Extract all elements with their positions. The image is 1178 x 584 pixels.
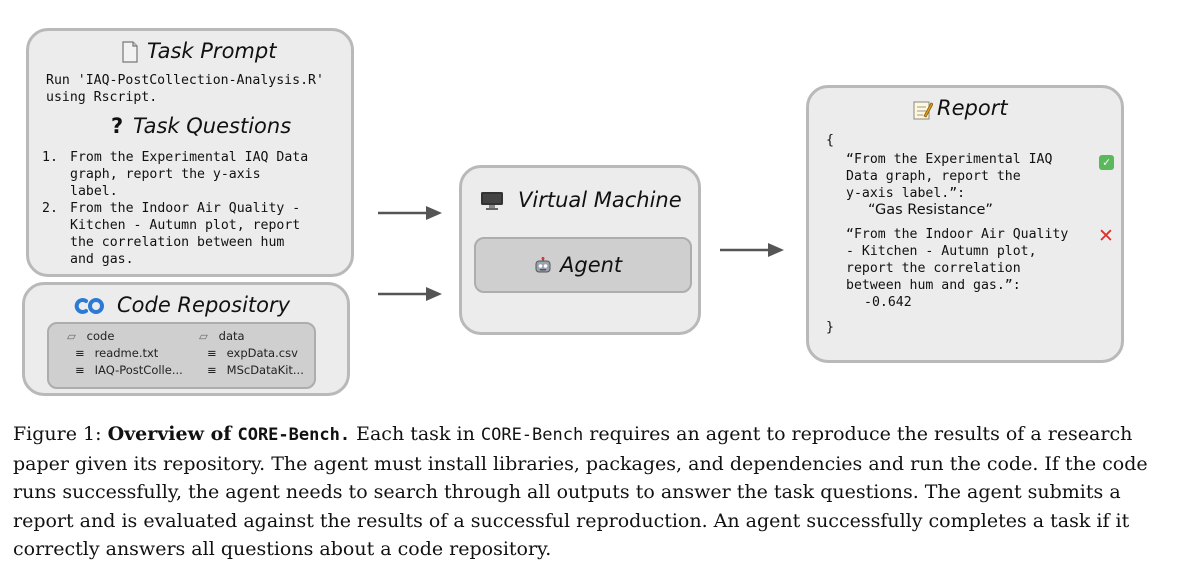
file-name: MScDataKit... (226, 363, 304, 377)
document-icon (122, 41, 138, 63)
file-lines-icon: ≡ (207, 346, 217, 360)
task-prompt-panel: Task Prompt Run 'IAQ-PostCollection-Anal… (26, 28, 354, 277)
question-list: 1. From the Experimental IAQ Data graph,… (42, 149, 347, 269)
folder-code[interactable]: ▱ code (67, 329, 114, 343)
caption-prefix: Figure 1: (13, 423, 102, 445)
report-header: Report (913, 96, 1113, 124)
open-brace: { (826, 133, 834, 148)
report-question-line: “From the Experimental IAQ (846, 152, 1053, 167)
prompt-line: using Rscript. (46, 90, 158, 105)
repository-file-tree: ▱ code ≡ readme.txt ≡ IAQ-PostColle... ▱… (47, 322, 316, 389)
file-item[interactable]: ≡ MScDataKit... (207, 363, 304, 377)
cross-mark-icon: ✕ (1098, 225, 1114, 247)
file-name: readme.txt (94, 346, 159, 360)
folder-name: code (86, 329, 115, 343)
report-entry: “From the Indoor Air Quality - Kitchen -… (846, 226, 1108, 311)
folder-data[interactable]: ▱ data (199, 329, 245, 343)
task-prompt-title: Task Prompt (147, 39, 277, 63)
question-line: label. (70, 184, 118, 199)
report-panel: Report { “From the Experimental IAQ Data… (806, 85, 1124, 363)
file-item[interactable]: ≡ readme.txt (75, 346, 158, 360)
agent-box[interactable]: Agent (474, 237, 692, 293)
caption-title: Overview of (107, 423, 232, 445)
code-repository-panel: Code Repository ▱ code ≡ readme.txt ≡ IA… (22, 282, 350, 396)
caption-text: Each task in (356, 423, 475, 445)
report-title: Report (937, 96, 1008, 120)
folder-name: data (218, 329, 245, 343)
report-question-line: - Kitchen - Autumn plot, (846, 244, 1037, 259)
virtual-machine-panel: Virtual Machine Agent (459, 165, 701, 335)
task-prompt-text: Run 'IAQ-PostCollection-Analysis.R' usin… (46, 72, 346, 106)
code-repository-header: Code Repository (73, 293, 333, 321)
question-line: the correlation between hum (70, 235, 285, 250)
robot-icon (535, 257, 551, 273)
question-line: graph, report the y-axis (70, 167, 261, 182)
report-entry: “From the Experimental IAQ Data graph, r… (846, 151, 1108, 219)
report-question-line: y-axis label.”: (846, 186, 966, 201)
arrow-repo-to-vm (378, 287, 442, 301)
arrow-vm-to-report (720, 243, 784, 257)
checkmark-icon: ✓ (1099, 155, 1114, 170)
memo-icon (913, 101, 933, 120)
file-name: expData.csv (226, 346, 298, 360)
close-brace: } (826, 320, 834, 335)
prompt-line: Run 'IAQ-PostCollection-Analysis.R' (46, 73, 324, 88)
file-name: IAQ-PostColle... (94, 363, 183, 377)
virtual-machine-title: Virtual Machine (518, 188, 682, 212)
caption-text: requires an agent to reproduce the resul… (13, 423, 1148, 561)
question-line: Kitchen - Autumn plot, report (70, 218, 301, 233)
report-body: { “From the Experimental IAQ Data graph,… (826, 132, 1116, 342)
task-prompt-header: Task Prompt (121, 39, 341, 67)
question-line: From the Experimental IAQ Data (70, 150, 309, 165)
file-lines-icon: ≡ (207, 363, 217, 377)
report-question-line: report the correlation (846, 261, 1021, 276)
task-questions-header: ? Task Questions (111, 114, 341, 142)
arrow-prompt-to-vm (378, 206, 442, 220)
report-answer: “Gas Resistance” (868, 202, 993, 218)
report-question-line: “From the Indoor Air Quality (846, 227, 1069, 242)
question-number: 1. (42, 150, 58, 165)
task-questions-title: Task Questions (133, 114, 292, 138)
file-item[interactable]: ≡ IAQ-PostColle... (75, 363, 183, 377)
folder-icon: ▱ (199, 329, 208, 343)
report-answer: -0.642 (864, 295, 912, 310)
report-question-line: between hum and gas.”: (846, 278, 1021, 293)
question-number: 2. (42, 201, 58, 216)
caption-code: CORE-Bench (480, 425, 584, 445)
computer-icon (481, 192, 503, 210)
figure-caption: Figure 1: Overview of CORE-Bench. Each t… (13, 420, 1163, 564)
file-item[interactable]: ≡ expData.csv (207, 346, 298, 360)
flow-arrows (378, 206, 784, 301)
virtual-machine-header: Virtual Machine (480, 188, 702, 216)
code-repository-title: Code Repository (117, 293, 291, 317)
question-mark-icon: ? (111, 114, 124, 138)
caption-title-code: CORE-Bench. (237, 425, 351, 445)
file-lines-icon: ≡ (75, 363, 85, 377)
question-line: and gas. (70, 252, 134, 267)
folder-icon: ▱ (67, 329, 76, 343)
question-line: From the Indoor Air Quality - (70, 201, 301, 216)
infinity-logo-icon (74, 298, 104, 314)
agent-label: Agent (560, 253, 623, 277)
file-lines-icon: ≡ (75, 346, 85, 360)
report-question-line: Data graph, report the (846, 169, 1021, 184)
